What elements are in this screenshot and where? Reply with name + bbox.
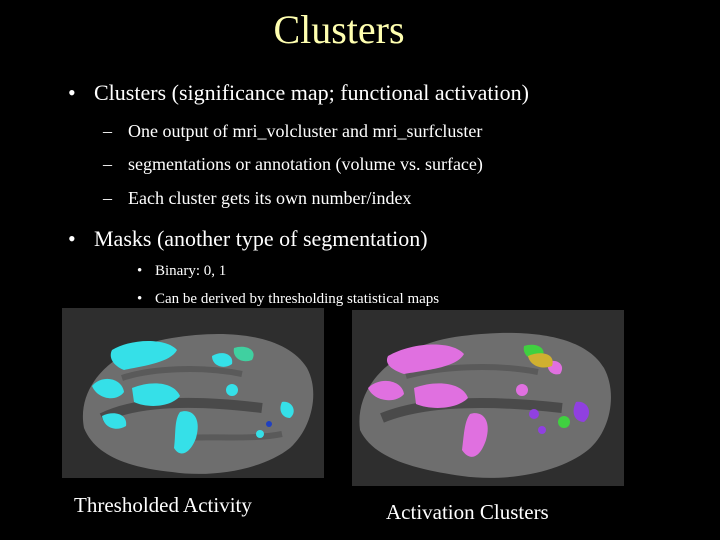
dot-marker: • (137, 263, 143, 279)
right-figure-caption: Activation Clusters (386, 500, 549, 524)
sub-bullet: • Can be derived by thresholding statisti… (137, 290, 439, 309)
bullet-text: Masks (another type of segmentation) (94, 226, 428, 251)
dash-marker: – (103, 121, 112, 141)
bullet-masks: • Masks (another type of segmentation) (68, 226, 428, 252)
dot-marker: • (137, 291, 143, 307)
bullet-marker: • (68, 80, 76, 105)
sub-bullet-text: segmentations or annotation (volume vs. … (128, 154, 483, 174)
bullet-marker: • (68, 226, 76, 251)
sub-bullet-text: Can be derived by thresholding statistic… (155, 291, 440, 307)
sub-bullet: –One output of mri_volcluster and mri_su… (103, 120, 482, 142)
slide-title: Clusters (273, 7, 405, 52)
activation-clusters-brain-image (352, 310, 624, 486)
sub-bullet-text: Binary: 0, 1 (155, 263, 227, 279)
dash-marker: – (103, 154, 112, 174)
brain-surface-illustration (62, 308, 324, 484)
left-figure-caption: Thresholded Activity (62, 478, 324, 530)
sub-bullet: –segmentations or annotation (volume vs.… (103, 153, 483, 175)
sub-bullet: –Each cluster gets its own number/index (103, 187, 411, 209)
sub-bullet: • Binary: 0, 1 (137, 262, 226, 281)
brain-surface-illustration (352, 310, 624, 486)
dash-marker: – (103, 188, 112, 208)
bullet-text: Clusters (significance map; functional a… (94, 80, 529, 105)
bullet-clusters: • Clusters (significance map; functional … (68, 80, 529, 106)
sub-bullet-text: Each cluster gets its own number/index (128, 188, 412, 208)
sub-bullet-text: One output of mri_volcluster and mri_sur… (128, 121, 483, 141)
thresholded-activity-brain-image (62, 308, 324, 484)
